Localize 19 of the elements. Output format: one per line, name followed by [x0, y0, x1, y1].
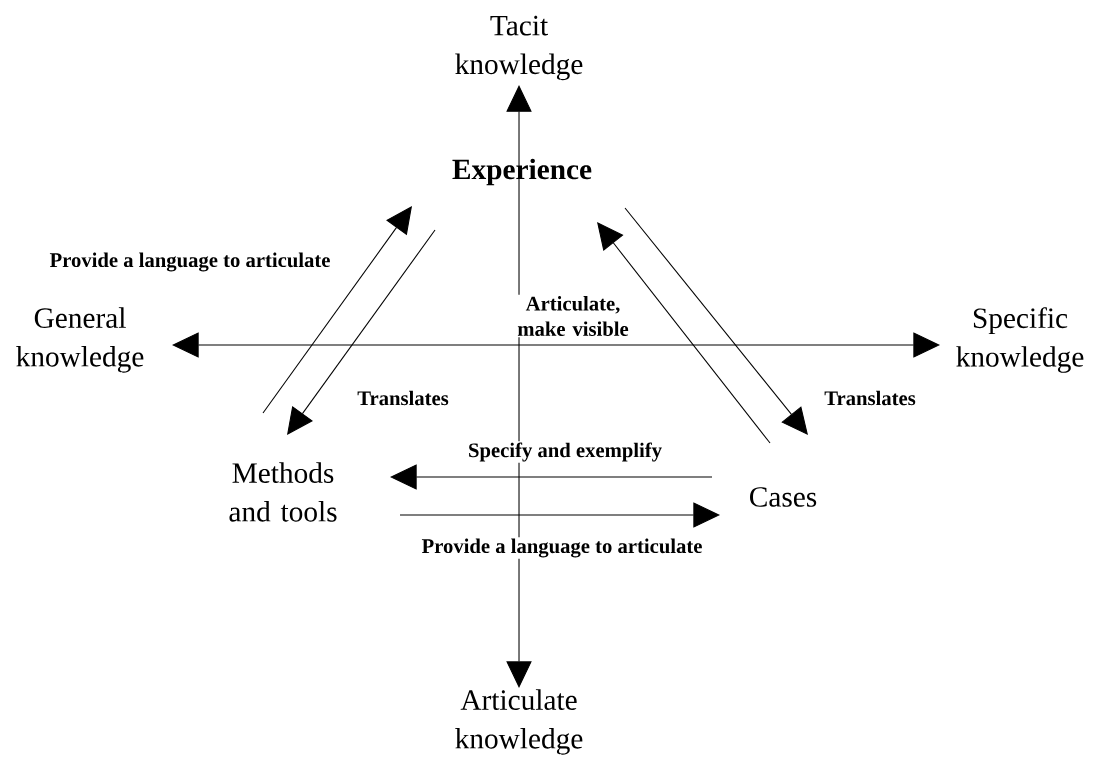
edge-label: Translates	[355, 389, 451, 407]
axis-label: General knowledge	[16, 307, 144, 373]
node-label: Methods and tools	[229, 462, 337, 522]
edge-label: Provide a language to articulate	[420, 537, 704, 559]
node-label: Cases	[750, 487, 817, 507]
arrow	[399, 502, 720, 528]
edge-label: Provide a language to articulate	[48, 251, 332, 273]
arrow	[390, 464, 713, 490]
axis-label: Specific knowledge	[956, 307, 1084, 373]
axis-label: Tacit knowledge	[455, 15, 583, 81]
edge-label: Specify and exemplify	[466, 441, 664, 463]
node-label: Experience	[452, 158, 592, 186]
edge-label: Articulate, make visible	[505, 294, 641, 338]
arrow	[624, 207, 808, 435]
edge-label: Translates	[822, 389, 918, 407]
arrow	[287, 229, 436, 435]
arrow	[597, 222, 771, 444]
arrow	[262, 206, 412, 414]
axis-label: Articulate knowledge	[455, 689, 583, 755]
